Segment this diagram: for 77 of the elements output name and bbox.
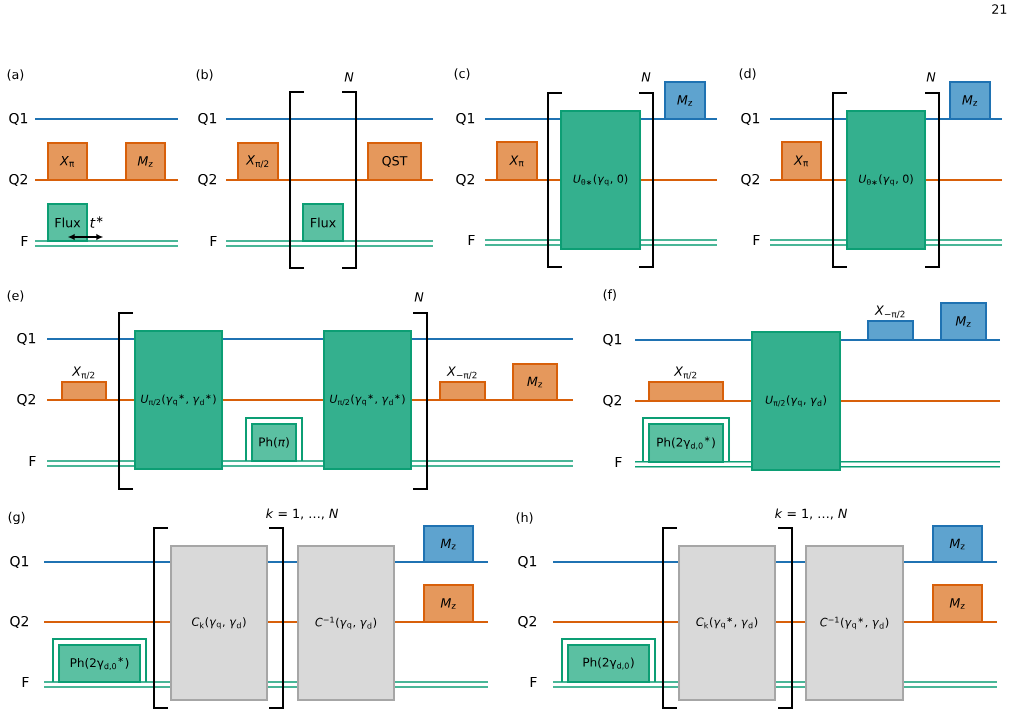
wire-label: F	[210, 235, 217, 247]
repeat-label: N	[641, 72, 651, 82]
gate-box: M$_{z}$	[932, 525, 983, 563]
gate-box: U$_{π/2}$(γ$_{q}$$^{∗}$, γ$_{d}$$^{∗}$)	[134, 330, 223, 470]
wire-label: Q2	[518, 615, 536, 629]
gate-box: X$_{π}$	[47, 142, 88, 181]
wire-label: Q1	[603, 333, 622, 347]
node-label: X$_{−π/2}$	[874, 305, 905, 319]
gate-box: M$_{z}$	[949, 81, 991, 120]
gate-box: Ph(π)	[245, 417, 303, 462]
panel-label: (f)	[603, 289, 616, 301]
panel-label: (d)	[739, 68, 756, 80]
wire-label: Q1	[518, 555, 537, 569]
gate-box: Ph(2γ$_{d,0}$$^{∗}$)	[52, 638, 147, 683]
gate-box: M$_{z}$	[423, 584, 474, 623]
wire-label: F	[530, 676, 537, 688]
gate-box: M$_{z}$	[423, 525, 474, 563]
gate-box: C$^{−1}$(γ$_{q}$$^{∗}$, γ$_{d}$)	[805, 545, 904, 701]
node-label: X$_{π/2}$	[71, 366, 95, 380]
gate-box: U$_{θ∗}$(γ$_{q}$, 0)	[560, 110, 641, 250]
gate-box: X$_{π}$	[496, 141, 538, 181]
wire-label: Q1	[17, 332, 36, 346]
gate-box: Flux	[47, 203, 88, 242]
panel-label: (h)	[516, 512, 533, 524]
gate-box: M$_{z}$	[125, 142, 166, 181]
gate-box: C$_{k}$(γ$_{q}$$^{∗}$, γ$_{d}$)	[678, 545, 776, 701]
time-label: t$^{∗}$	[90, 216, 103, 228]
wire-label: Q2	[198, 173, 216, 187]
wire-label: Q2	[741, 173, 759, 187]
panel-label: (c)	[454, 68, 470, 80]
wire-label: F	[753, 234, 760, 246]
wire-label: F	[615, 456, 622, 468]
gate-box: X$_{−π/2}$	[439, 366, 486, 401]
panel-label: (g)	[8, 511, 25, 525]
wire-label: Q1	[198, 112, 217, 126]
wire-label: Q1	[10, 555, 29, 569]
wire-label: Q2	[9, 173, 27, 187]
gate-box: U$_{π/2}$(γ$_{q}$, γ$_{d}$)	[751, 331, 841, 471]
repeat-label: k = 1, …, N	[266, 508, 339, 520]
page-number: 21	[992, 4, 1007, 14]
gate-box: C$_{k}$(γ$_{q}$, γ$_{d}$)	[170, 545, 268, 701]
gate-box: X$_{π/2}$	[648, 366, 724, 402]
panel-label: (e)	[7, 290, 24, 302]
wire-label: F	[29, 455, 36, 467]
wire-label: Q2	[10, 615, 28, 629]
gate-box: Flux	[302, 203, 344, 242]
repeat-label: k = 1, …, N	[775, 508, 848, 520]
node-label: X$_{π/2}$	[673, 366, 697, 380]
repeat-label: N	[344, 72, 354, 82]
wire-label: Q1	[9, 112, 28, 126]
wire-label: F	[21, 235, 28, 247]
wire-label: Q1	[456, 112, 475, 126]
repeat-label: N	[414, 292, 424, 302]
gate-box: Ph(2γ$_{d,0}$$^{∗}$)	[642, 417, 730, 463]
gate-box: M$_{z}$	[664, 81, 706, 120]
gate-box: M$_{z}$	[932, 584, 983, 623]
wire-label: Q1	[741, 112, 760, 126]
gate-box: X$_{π}$	[781, 141, 822, 181]
gate-box: Ph(2γ$_{d,0}$)	[561, 638, 656, 683]
gate-box: X$_{π/2}$	[61, 366, 107, 401]
gate-box: X$_{π/2}$	[237, 142, 279, 181]
gate-box: M$_{z}$	[512, 363, 558, 401]
gate-box: U$_{θ∗}$(γ$_{q}$, 0)	[846, 110, 926, 250]
gate-box: X$_{−π/2}$	[867, 305, 914, 341]
wire-label: Q2	[17, 393, 35, 407]
wire-label: Q2	[603, 394, 621, 408]
panel-label: (b)	[196, 69, 213, 81]
gate-box: U$_{π/2}$(γ$_{q}$$^{∗}$, γ$_{d}$$^{∗}$)	[323, 330, 412, 470]
panel-label: (a)	[7, 69, 24, 81]
repeat-label: N	[926, 72, 936, 82]
gate-box: QST	[367, 142, 422, 181]
gate-box: M$_{z}$	[940, 302, 987, 341]
node-label: X$_{−π/2}$	[446, 366, 477, 380]
wire-label: F	[468, 234, 475, 246]
wire-label: F	[22, 676, 29, 688]
gate-box: C$^{−1}$(γ$_{q}$, γ$_{d}$)	[297, 545, 395, 701]
wire-label: Q2	[456, 173, 474, 187]
